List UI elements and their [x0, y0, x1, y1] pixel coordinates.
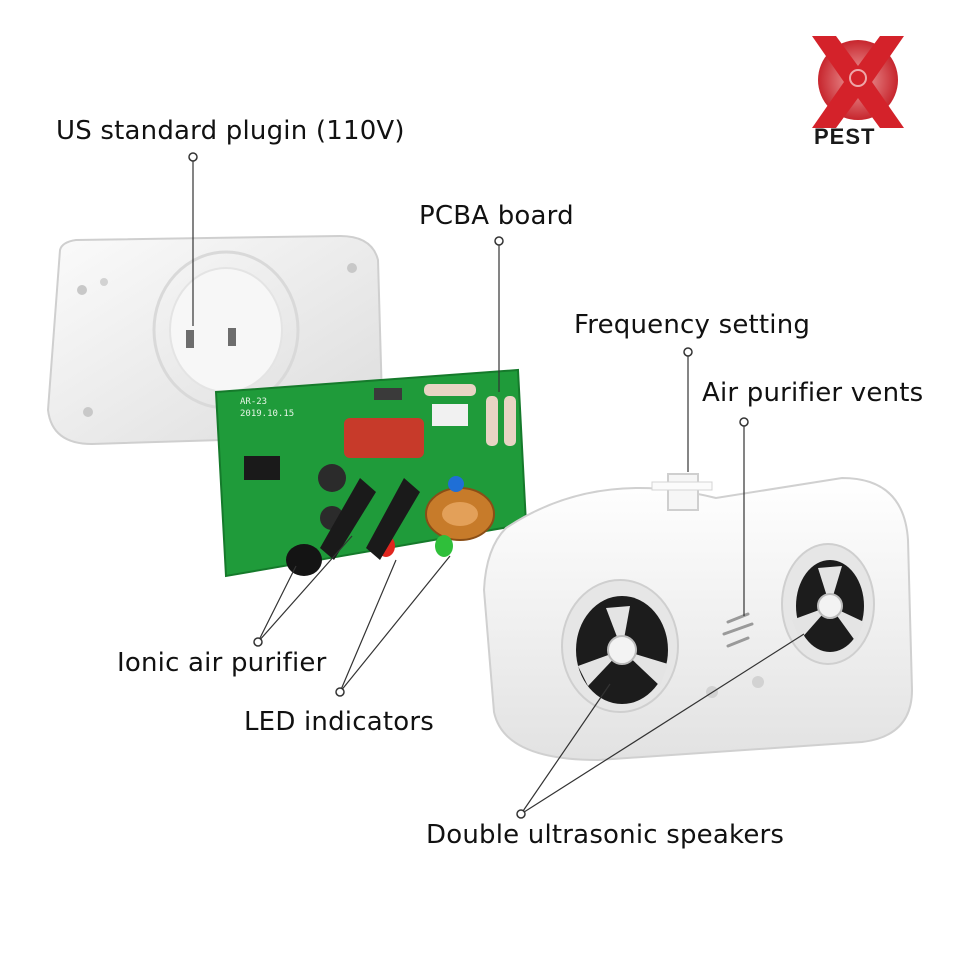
leader-dots — [188, 152, 749, 819]
resistor — [424, 384, 476, 396]
leader-lines — [192, 157, 805, 815]
ic-chip — [244, 456, 280, 480]
label-plugin: US standard plugin (110V) — [56, 116, 405, 146]
frequency-tab — [667, 473, 699, 511]
capacitor — [318, 464, 346, 492]
label-frequency: Frequency setting — [574, 310, 811, 340]
plug-prong-right — [228, 328, 236, 346]
front-housing — [482, 473, 914, 762]
brand-logo — [812, 36, 904, 128]
led-green — [435, 535, 453, 557]
label-speakers: Double ultrasonic speakers — [426, 820, 785, 850]
label-vents: Air purifier vents — [702, 378, 924, 408]
plug-prong-left — [186, 330, 194, 348]
led-window — [752, 676, 764, 688]
speaker-left — [561, 579, 679, 713]
pcb-model-text: AR-23 — [240, 397, 267, 407]
blue-capacitor — [448, 476, 464, 492]
label-led: LED indicators — [244, 707, 434, 737]
frequency-switch — [374, 388, 402, 400]
label-pcba: PCBA board — [419, 201, 574, 231]
speaker-right — [781, 543, 875, 665]
pcb-date-text: 2019.10.15 — [240, 409, 294, 419]
ionizer-needle — [366, 478, 420, 560]
logo-x-mark — [812, 36, 904, 128]
pcb-board: AR-23 2019.10.15 — [214, 368, 528, 578]
air-vents — [722, 612, 754, 648]
ionizer-head — [286, 544, 322, 576]
ionizer-needle — [320, 478, 376, 560]
connector — [432, 404, 468, 426]
film-capacitor — [344, 418, 424, 458]
label-ionic: Ionic air purifier — [117, 648, 327, 678]
resistor — [504, 396, 516, 446]
logo-text: PEST — [814, 124, 876, 149]
resistor — [486, 396, 498, 446]
